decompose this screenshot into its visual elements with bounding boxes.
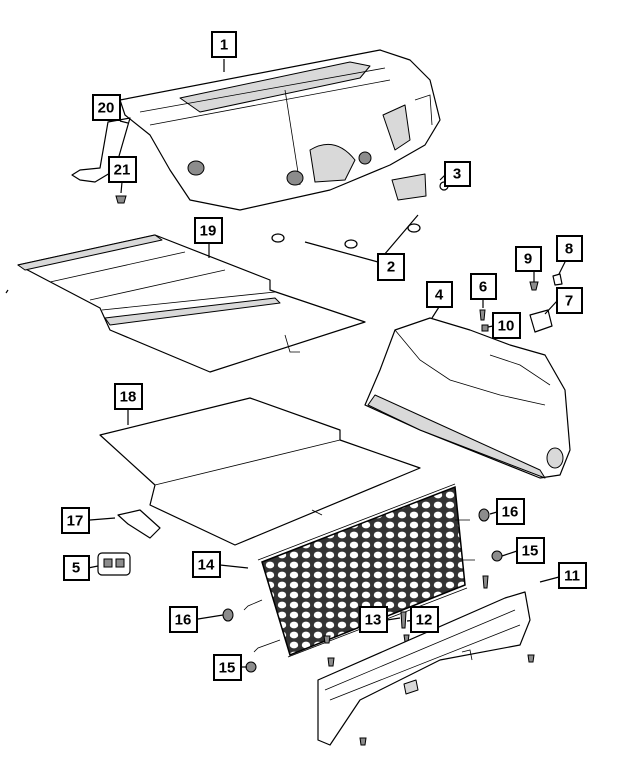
callout-6: 6 [470, 273, 497, 300]
callout-1: 1 [211, 31, 237, 58]
lamp-part-5 [97, 552, 131, 576]
callout-10: 10 [492, 312, 521, 339]
callout-21: 21 [108, 156, 137, 183]
svg-text:11: 11 [564, 568, 580, 585]
svg-text:13: 13 [365, 612, 382, 629]
fastener-part-16-left [222, 608, 234, 622]
svg-text:5: 5 [72, 560, 80, 577]
callout-8: 8 [556, 235, 583, 262]
callout-9: 9 [515, 246, 542, 272]
hook-part-17 [117, 509, 161, 539]
callout-13: 13 [359, 606, 388, 633]
svg-text:20: 20 [98, 100, 115, 117]
fastener-part-21 [115, 195, 127, 204]
callout-2: 2 [377, 253, 405, 281]
screw-part-13 [400, 611, 407, 629]
trunk-mat-part-18 [99, 397, 421, 546]
svg-text:1: 1 [220, 37, 228, 54]
svg-text:9: 9 [524, 251, 532, 268]
shelf-mat-part-19 [17, 234, 366, 373]
svg-text:8: 8 [565, 241, 573, 258]
callout-3: 3 [444, 161, 471, 187]
svg-text:15: 15 [522, 543, 539, 560]
nut-part-10 [481, 324, 489, 332]
callout-19: 19 [194, 217, 223, 244]
clip-part-3 [391, 173, 449, 201]
cargo-net-part-14 [243, 483, 475, 658]
svg-text:4: 4 [435, 287, 444, 304]
callout-14: 14 [192, 551, 221, 578]
screw-part-6 [479, 309, 486, 321]
svg-text:10: 10 [498, 318, 515, 335]
side-trim-part-4 [364, 317, 571, 479]
fastener-part-15-right [491, 550, 503, 562]
callout-18: 18 [114, 383, 143, 410]
bracket-part-7 [529, 309, 553, 333]
svg-text:7: 7 [565, 293, 573, 310]
svg-text:18: 18 [120, 389, 137, 406]
callout-15-right: 15 [516, 537, 545, 564]
svg-text:16: 16 [175, 612, 192, 629]
screw-assorted [323, 575, 489, 667]
callout-16-left: 16 [169, 606, 198, 633]
push-pins-part-2 [271, 223, 421, 249]
svg-text:19: 19 [200, 223, 217, 240]
callout-4: 4 [426, 281, 453, 308]
callout-15-left: 15 [213, 654, 242, 681]
fastener-part-16-right [478, 508, 490, 522]
svg-text:6: 6 [479, 279, 487, 296]
svg-text:15: 15 [219, 660, 236, 677]
callout-16-right: 16 [496, 498, 525, 525]
clip-part-8 [552, 273, 563, 286]
svg-text:21: 21 [114, 162, 131, 179]
svg-text:12: 12 [416, 612, 433, 629]
callout-7: 7 [556, 287, 583, 314]
svg-text:2: 2 [387, 259, 395, 276]
rear-shelf-panel [119, 49, 441, 211]
svg-text:17: 17 [67, 513, 84, 530]
svg-text:14: 14 [198, 557, 215, 574]
svg-text:3: 3 [453, 166, 461, 183]
callout-17: 17 [61, 507, 90, 534]
callout-11: 11 [558, 562, 587, 589]
sill-plate-part-11 [317, 591, 535, 746]
callout-12: 12 [410, 606, 439, 633]
callout-5: 5 [63, 555, 90, 581]
fastener-part-15-left [245, 661, 257, 673]
svg-text:16: 16 [502, 504, 519, 521]
callout-20: 20 [92, 94, 121, 121]
screw-part-9 [529, 281, 539, 291]
